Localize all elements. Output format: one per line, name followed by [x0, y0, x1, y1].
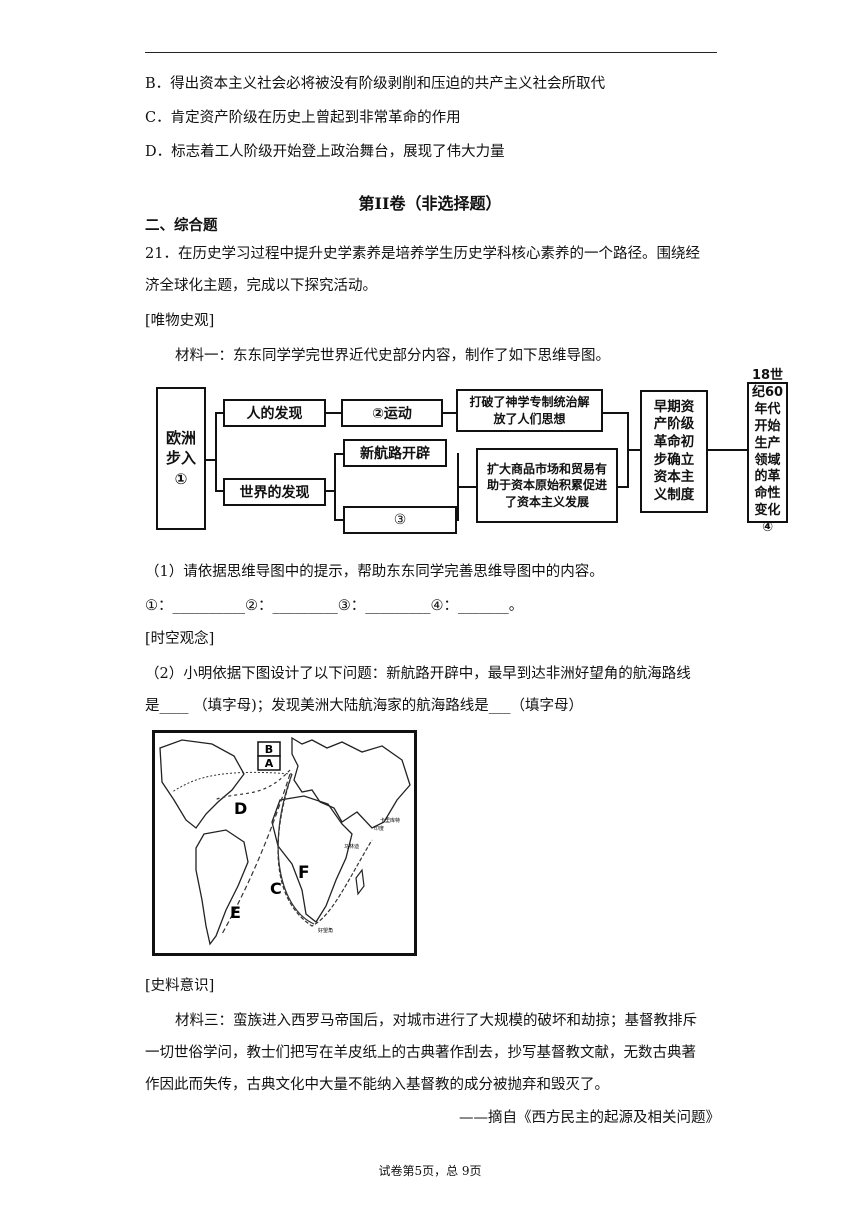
- q21-line1: 21．在历史学习过程中提升史学素养是培养学生历史学科核心素养的一个路径。围绕经: [145, 246, 700, 262]
- q21-part2-line1: （2）小明依据下图设计了以下问题：新航路开辟中，最早到达非洲好望角的航海路线: [145, 666, 691, 682]
- map-label-a: A: [265, 757, 274, 770]
- map-place-cape: 好望角: [318, 927, 333, 934]
- q21-part1: （1）请依据思维导图中的提示，帮助东东同学完善思维导图中的内容。: [145, 564, 604, 580]
- route-f: [277, 773, 373, 927]
- tag-materialism: [唯物史观]: [145, 313, 215, 329]
- map-place-malindi: 马林迪: [344, 843, 359, 850]
- mm-europe: 欧洲步入①: [156, 387, 206, 530]
- page-footer: 试卷第5页，总 9页: [378, 1164, 482, 1178]
- q21-line2: 济全球化主题，完成以下探究活动。: [145, 278, 377, 294]
- material-three-line1: 材料三：蛮族进入西罗马帝国后，对城市进行了大规模的破坏和劫掠；基督教排斥: [175, 1013, 697, 1029]
- mm-connector: [326, 490, 335, 492]
- section-title: 第II卷（非选择题）: [358, 194, 502, 213]
- mm-connector: [603, 412, 628, 414]
- mm-connector: [457, 486, 477, 488]
- map-label-f: F: [298, 863, 310, 883]
- mm-connector: [215, 412, 217, 492]
- mm-connector: [443, 412, 457, 414]
- map-place-calicut: 卡里库特: [380, 817, 400, 824]
- section-subtitle: 二、综合题: [145, 217, 218, 234]
- option-d: D．标志着工人阶级开始登上政治舞台，展现了伟大力量: [145, 144, 505, 160]
- option-b: B．得出资本主义社会必将被没有阶级剥削和压迫的共产主义社会所取代: [145, 76, 606, 92]
- mm-human: 人的发现: [223, 399, 326, 427]
- mm-connector: [215, 490, 225, 492]
- map-south-america: [195, 829, 249, 946]
- q21-part2-line2: 是____ （填字母)；发现美洲大陆航海家的航海路线是___（填字母）: [145, 698, 584, 714]
- mm-connector: [334, 519, 344, 521]
- map-label-e: E: [230, 903, 241, 922]
- mm-connector: [206, 459, 216, 461]
- map-north-america: [159, 739, 245, 829]
- material-three-source: ——摘自《西方民主的起源及相关问题》: [459, 1110, 720, 1126]
- route-c: [277, 773, 315, 925]
- mm-18th-century: 18世纪60年代开始生产领域的革命性变化④: [747, 368, 788, 535]
- mm-connector: [326, 412, 342, 414]
- mm-three: ③: [343, 506, 457, 534]
- map-label-b: B: [265, 743, 273, 756]
- tag-spacetime: [时空观念]: [145, 631, 215, 647]
- mm-early: 早期资产阶级革命初步确立资本主义制度: [640, 390, 708, 513]
- option-c: C．肯定资产阶级在历史上曾起到非常革命的作用: [145, 110, 461, 126]
- mm-break: 打破了神学专制统治解放了人们思想: [456, 389, 603, 432]
- tag-historical-sources: [史料意识]: [145, 978, 215, 994]
- q21-part1-blanks: ①：__________②：_________③：_________④：____…: [145, 598, 524, 614]
- route-d: [213, 769, 291, 801]
- map-frame: [152, 730, 417, 956]
- map-madagascar: [355, 868, 365, 896]
- route-e: [221, 773, 291, 935]
- mm-movement: ②运动: [341, 399, 443, 427]
- mm-connector: [618, 486, 628, 488]
- mm-connector: [215, 412, 225, 414]
- mm-connector: [708, 449, 748, 451]
- map-eurasia: [291, 736, 411, 829]
- route-west: [171, 771, 293, 793]
- map-label-c: C: [270, 879, 282, 898]
- map-africa: [271, 795, 353, 923]
- top-rule: [145, 52, 717, 53]
- mm-connector: [334, 453, 336, 521]
- material-three-line3: 作因此而失传，古典文化中大量不能纳入基督教的成分被抛弃和毁灭了。: [145, 1077, 609, 1093]
- mm-expand: 扩大商品市场和贸易有助于资本原始积累促进了资本主义发展: [476, 448, 618, 523]
- mm-connector: [627, 449, 641, 451]
- material-three-line2: 一切世俗学问，教士们把写在羊皮纸上的古典著作刮去，抄写基督教文献，无数古典著: [145, 1045, 696, 1061]
- mm-route: 新航路开辟: [343, 439, 447, 467]
- mm-connector: [334, 453, 344, 455]
- mm-world: 世界的发现: [223, 478, 326, 506]
- material-one: 材料一：东东同学学完世界近代史部分内容，制作了如下思维导图。: [175, 348, 610, 364]
- new-routes-map: B A D E C F 印度 马林迪 好望角 卡里库特: [152, 730, 417, 956]
- map-label-d: D: [234, 799, 247, 818]
- map-place-india: 印度: [374, 825, 384, 832]
- map-label-box-a: [257, 755, 281, 771]
